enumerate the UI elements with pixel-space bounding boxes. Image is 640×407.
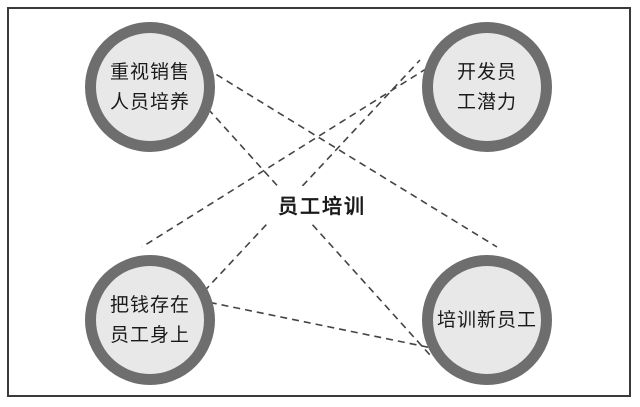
connector-left-lower	[195, 59, 421, 301]
node-bottom-right: 培训新员工	[422, 255, 552, 385]
connector-right-lower	[199, 99, 431, 356]
node-bottom-right-label: 培训新员工	[436, 309, 537, 331]
connector-top-right-to-bottom-left	[141, 61, 438, 248]
center-label: 员工培训	[262, 186, 382, 223]
node-top-right: 开发员 工潜力	[422, 22, 552, 152]
connector-top-left-to-bottom-right	[195, 61, 498, 248]
node-top-right-label: 开发员 工潜力	[456, 61, 517, 113]
node-bottom-left-label: 把钱存在 员工身上	[109, 294, 190, 346]
node-top-left-label: 重视销售 人员培养	[109, 61, 190, 113]
node-bottom-left: 把钱存在 员工身上	[85, 255, 215, 385]
connector-bottom-left-to-bottom-right	[197, 299, 433, 349]
node-top-left: 重视销售 人员培养	[85, 22, 215, 152]
